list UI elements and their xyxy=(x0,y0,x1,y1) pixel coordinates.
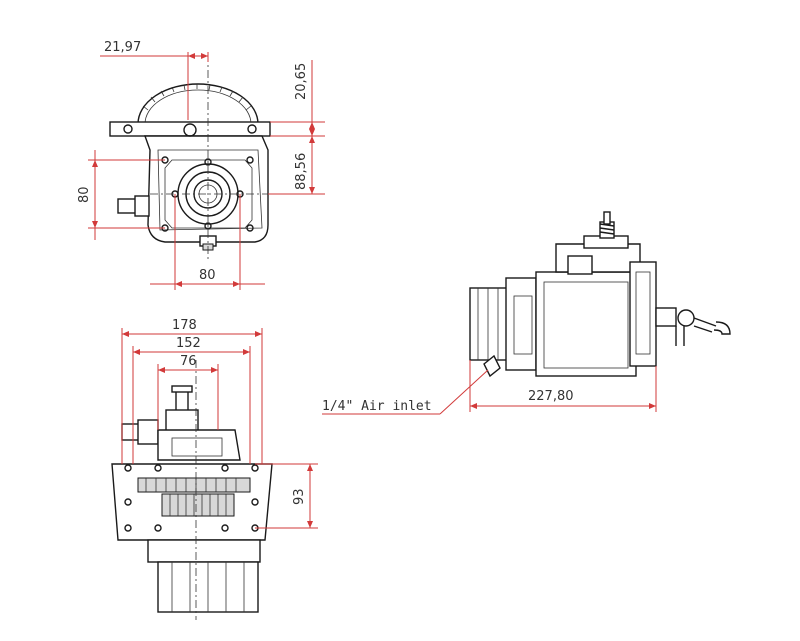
front-view-dimensions: 21,97 20,65 88,56 80 80 xyxy=(77,40,325,290)
dim-227-80: 227,80 xyxy=(528,389,574,404)
side-view xyxy=(469,211,731,378)
dim-76: 76 xyxy=(180,354,197,369)
dim-178: 178 xyxy=(172,318,197,333)
dim-88-56: 88,56 xyxy=(294,153,309,190)
side-view-dimensions: 227,80 1/4" Air inlet xyxy=(322,360,657,415)
dim-21-97: 21,97 xyxy=(104,40,141,55)
front-view xyxy=(109,54,290,262)
bottom-view-dimensions: 178 152 76 93 xyxy=(121,318,318,529)
dim-80-vertical: 80 xyxy=(77,186,92,203)
dim-20-65: 20,65 xyxy=(294,63,309,100)
dim-152: 152 xyxy=(176,336,201,351)
air-inlet-label: 1/4" Air inlet xyxy=(322,399,432,414)
dim-80-horizontal: 80 xyxy=(199,268,216,283)
bottom-view xyxy=(111,360,273,620)
dim-93: 93 xyxy=(292,488,307,505)
